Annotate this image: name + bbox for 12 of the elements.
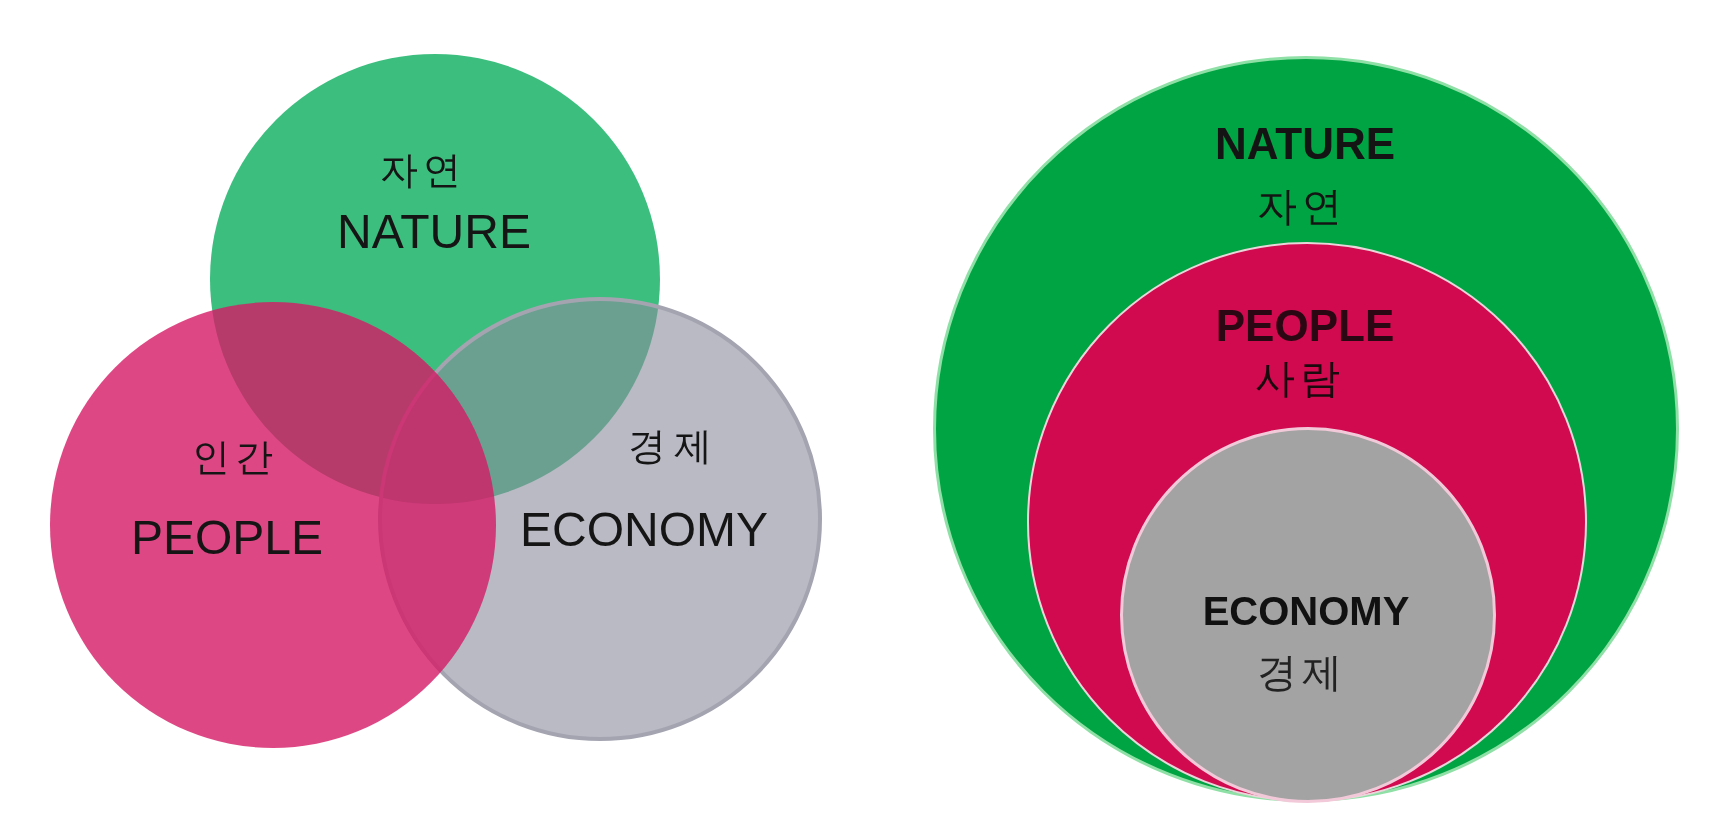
circle-label: ECONOMY: [1202, 590, 1410, 634]
circle-label: PEOPLE: [1215, 302, 1395, 350]
circle-label: 경제: [628, 426, 720, 468]
circle-label: 자연: [380, 150, 466, 192]
circle-label: 경제: [1257, 651, 1347, 695]
circle-label: PEOPLE: [130, 512, 324, 564]
circle-label: 자연: [1257, 185, 1347, 229]
circle-label: NATURE: [1214, 120, 1396, 168]
circle-label: 인간: [192, 437, 278, 479]
circle-label: NATURE: [337, 206, 531, 258]
circle-label: ECONOMY: [520, 504, 768, 556]
circle-label: 사람: [1255, 357, 1345, 401]
